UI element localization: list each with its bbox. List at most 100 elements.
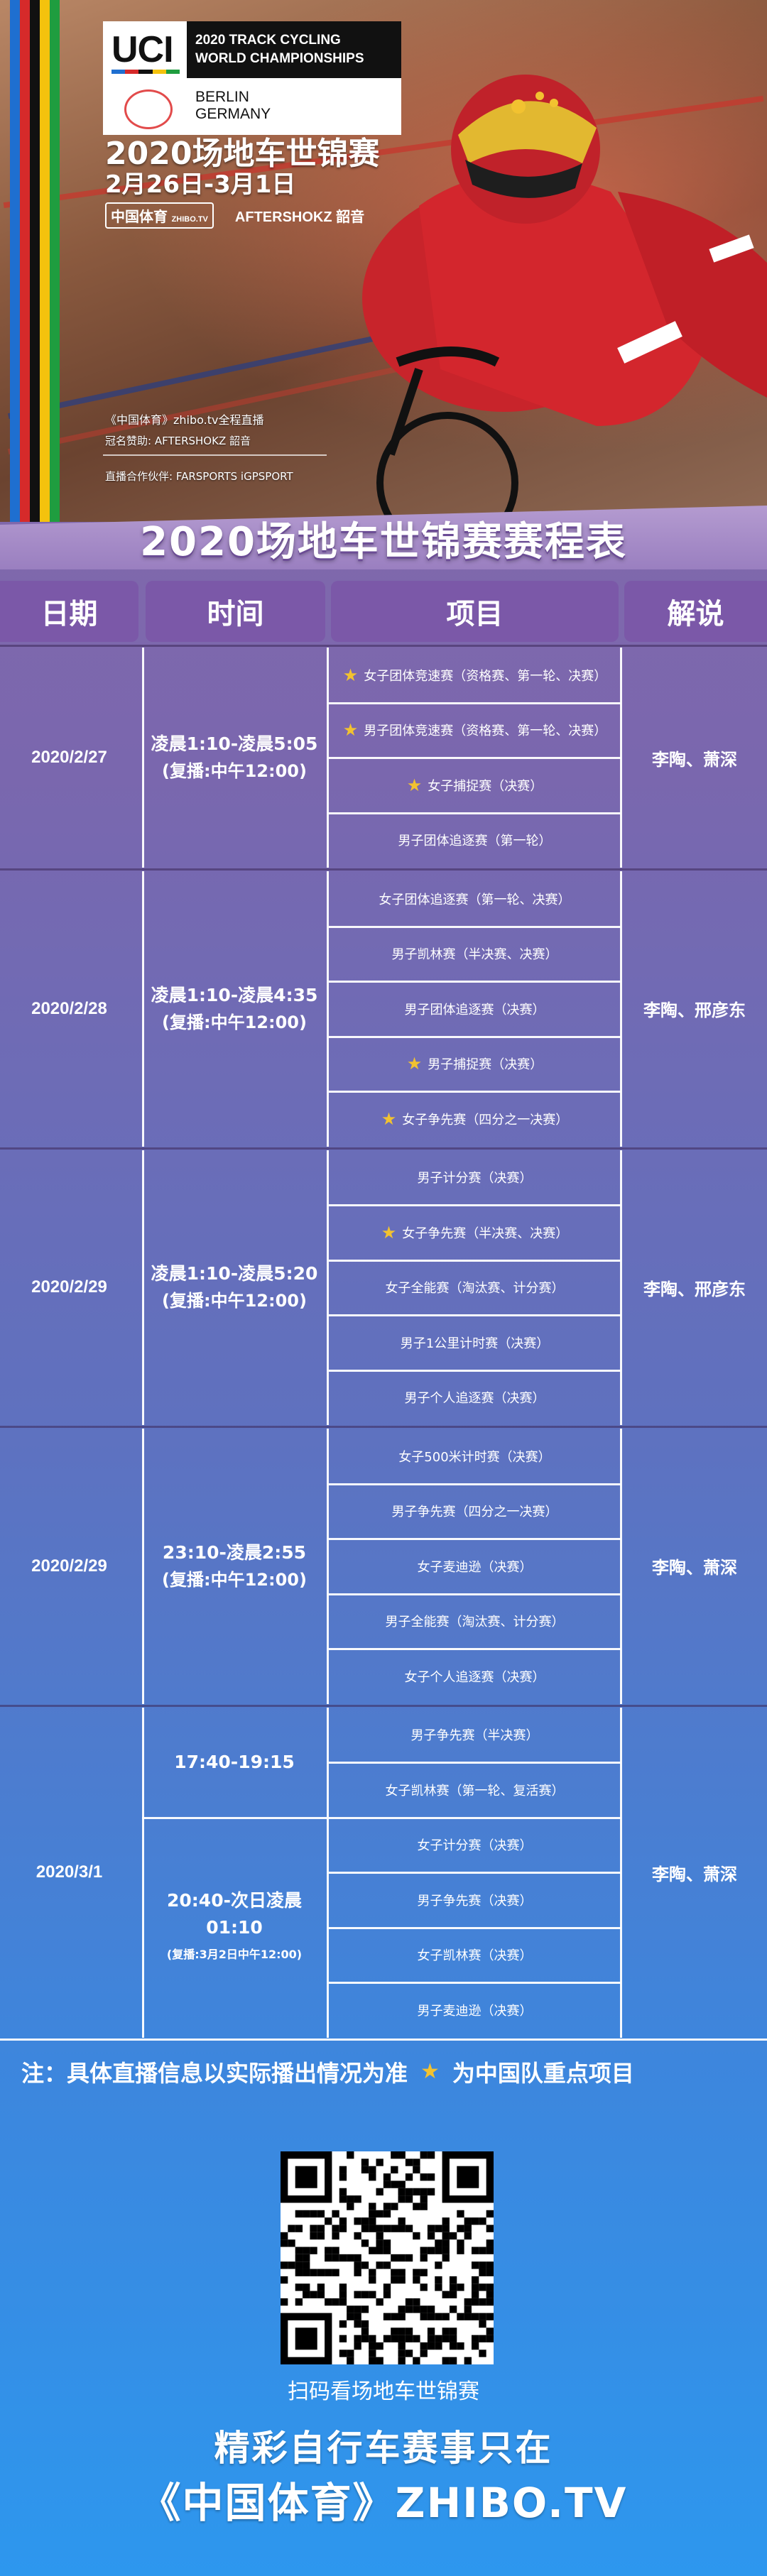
event-name: 女子团体竞速赛（资格赛、第一轮、决赛） — [364, 668, 607, 684]
date-cell: 2020/3/1 — [0, 1708, 138, 2038]
event-cell: ★男子团体竞速赛（资格赛、第一轮、决赛） — [329, 703, 621, 758]
divider — [329, 1483, 621, 1485]
event-name: 男子计分赛（决赛） — [417, 1171, 533, 1186]
date-text: 2020/2/29 — [31, 1556, 107, 1576]
replay-text: (复播:中午12:00) — [162, 761, 307, 781]
event-cell: ★男子捕捉赛（决赛） — [329, 1037, 621, 1092]
event-name: 女子计分赛（决赛） — [417, 1838, 533, 1854]
event-name: 男子麦迪逊（决赛） — [417, 2003, 533, 2019]
date-cell: 2020/2/29 — [0, 1150, 138, 1426]
footnote-text: 注：具体直播信息以实际播出情况为准 — [21, 2060, 408, 2087]
divider — [329, 1593, 621, 1595]
berlin-logo-icon — [124, 89, 173, 129]
date-cell: 2020/2/28 — [0, 871, 138, 1147]
broadcast-partners: 直播合作伙伴: FARSPORTS iGPSPORT — [105, 470, 293, 483]
time-cell: 凌晨1:10-凌晨5:20 (复播:中午12:00) — [142, 1150, 327, 1426]
event-cell: 男子计分赛（决赛） — [329, 1150, 621, 1206]
time-text: 20:40-次日凌晨01:10 — [167, 1889, 302, 1938]
divider — [103, 454, 327, 456]
event-name: 男子1公里计时赛（决赛） — [400, 1336, 550, 1351]
event-name: 男子全能赛（淘汰赛、计分赛） — [385, 1615, 565, 1630]
time-cell: 17:40-19:15 — [142, 1708, 327, 1818]
header-time: 时间 — [146, 581, 325, 642]
event-name: 男子争先赛（半决赛） — [410, 1728, 539, 1744]
event-cell: 女子团体追逐赛（第一轮、决赛） — [329, 871, 621, 927]
column-divider — [142, 1429, 144, 1704]
event-cell: 男子凯林赛（半决赛、决赛） — [329, 927, 621, 982]
event-cell: 男子团体追逐赛（第一轮） — [329, 813, 621, 868]
event-name: 女子500米计时赛（决赛） — [398, 1449, 551, 1465]
replay-text: (复播:3月2日中午12:00) — [166, 1947, 303, 1961]
star-icon: ★ — [342, 665, 359, 685]
time-text: 凌晨1:10-凌晨5:20 — [151, 1263, 318, 1284]
hero-sponsor-logos: 中国体育 ZHIBO.TV AFTERSHOKZ 韶音 — [105, 202, 364, 229]
divider — [329, 1762, 621, 1764]
divider — [329, 1648, 621, 1650]
date-cell: 2020/2/27 — [0, 648, 138, 868]
replay-text: (复播:中午12:00) — [162, 1012, 307, 1032]
date-text: 2020/2/29 — [31, 1277, 107, 1297]
slogan-line-1: 精彩自行车赛事只在 — [214, 2428, 553, 2469]
commentary-cell: 李陶、萧深 — [622, 1429, 767, 1704]
event-cell: 男子团体追逐赛（决赛） — [329, 981, 621, 1037]
event-name: 女子麦迪逊（决赛） — [417, 1559, 533, 1575]
column-divider — [327, 871, 329, 1147]
cyclist-illustration — [362, 75, 767, 518]
header-commentary: 解说 — [624, 581, 767, 642]
column-divider — [620, 1429, 622, 1704]
uci-stripes — [111, 70, 180, 74]
column-divider — [620, 1707, 622, 2038]
time-cell: 凌晨1:10-凌晨5:05(复播:中午12:00) — [142, 648, 327, 868]
footnote: 注：具体直播信息以实际播出情况为准 ★ 为中国队重点项目 — [21, 2056, 634, 2088]
event-cell: 男子争先赛（四分之一决赛） — [329, 1484, 621, 1539]
country-name: GERMANY — [195, 106, 271, 122]
divider — [329, 1816, 621, 1819]
event-cell: 女子麦迪逊（决赛） — [329, 1539, 621, 1594]
date-cell: 2020/2/29 — [0, 1429, 138, 1704]
divider — [329, 925, 621, 928]
date-text: 2020/3/1 — [36, 1862, 103, 1882]
time-cell: 23:10-凌晨2:55(复播:中午12:00) — [142, 1429, 327, 1704]
star-icon: ★ — [406, 775, 423, 795]
event-name: 女子争先赛（四分之一决赛） — [402, 1112, 569, 1128]
uci-logo: UCI — [111, 29, 174, 70]
event-cell: 女子凯林赛（决赛） — [329, 1928, 621, 1983]
column-divider — [327, 1429, 329, 1704]
divider — [329, 1872, 621, 1874]
event-name: 男子团体追逐赛（决赛） — [404, 1002, 545, 1017]
date-text: 2020/2/27 — [31, 748, 107, 767]
star-icon: ★ — [342, 720, 359, 741]
event-name: 女子个人追逐赛（决赛） — [404, 1669, 545, 1685]
hero-dates: 2月26日-3月1日 — [105, 170, 296, 199]
divider — [329, 1204, 621, 1206]
city-name: BERLIN — [195, 89, 249, 105]
star-icon: ★ — [381, 1222, 397, 1243]
commentary-text: 李陶、萧深 — [652, 749, 737, 770]
event-cell: 男子争先赛（决赛） — [329, 1872, 621, 1928]
column-divider — [620, 1150, 622, 1425]
time-cell: 凌晨1:10-凌晨4:35(复播:中午12:00) — [142, 871, 327, 1147]
group-separator — [0, 645, 767, 647]
event-name: 男子捕捉赛（决赛） — [428, 1057, 543, 1073]
broadcast-note: 《中国体育》zhibo.tv全程直播 — [105, 413, 264, 427]
event-name: 女子全能赛（淘汰赛、计分赛） — [385, 1281, 565, 1297]
event-cell: 男子个人追逐赛（决赛） — [329, 1370, 621, 1426]
event-cell: 女子全能赛（淘汰赛、计分赛） — [329, 1260, 621, 1316]
event-name: 女子捕捉赛（决赛） — [428, 778, 543, 794]
time-text: 23:10-凌晨2:55 — [162, 1541, 307, 1563]
commentary-text: 李陶、萧深 — [652, 1558, 737, 1578]
divider — [329, 1259, 621, 1262]
qr-code[interactable] — [281, 2151, 494, 2364]
event-cell: ★女子争先赛（半决赛、决赛） — [329, 1205, 621, 1260]
championship-label: 2020 TRACK CYCLING WORLD CHAMPIONSHIPS — [187, 21, 401, 78]
event-cell: 男子争先赛（半决赛） — [329, 1708, 621, 1763]
column-divider — [142, 648, 144, 868]
event-cell: ★女子争先赛（四分之一决赛） — [329, 1091, 621, 1147]
replay-text: (复播:中午12:00) — [162, 1291, 307, 1311]
date-text: 2020/2/28 — [31, 998, 107, 1018]
rainbow-stripes — [10, 0, 60, 522]
event-name: 女子团体追逐赛（第一轮、决赛） — [379, 892, 571, 907]
divider — [142, 1816, 327, 1819]
group-separator — [0, 1704, 767, 1707]
commentary-cell: 李陶、萧深 — [622, 1708, 767, 2038]
